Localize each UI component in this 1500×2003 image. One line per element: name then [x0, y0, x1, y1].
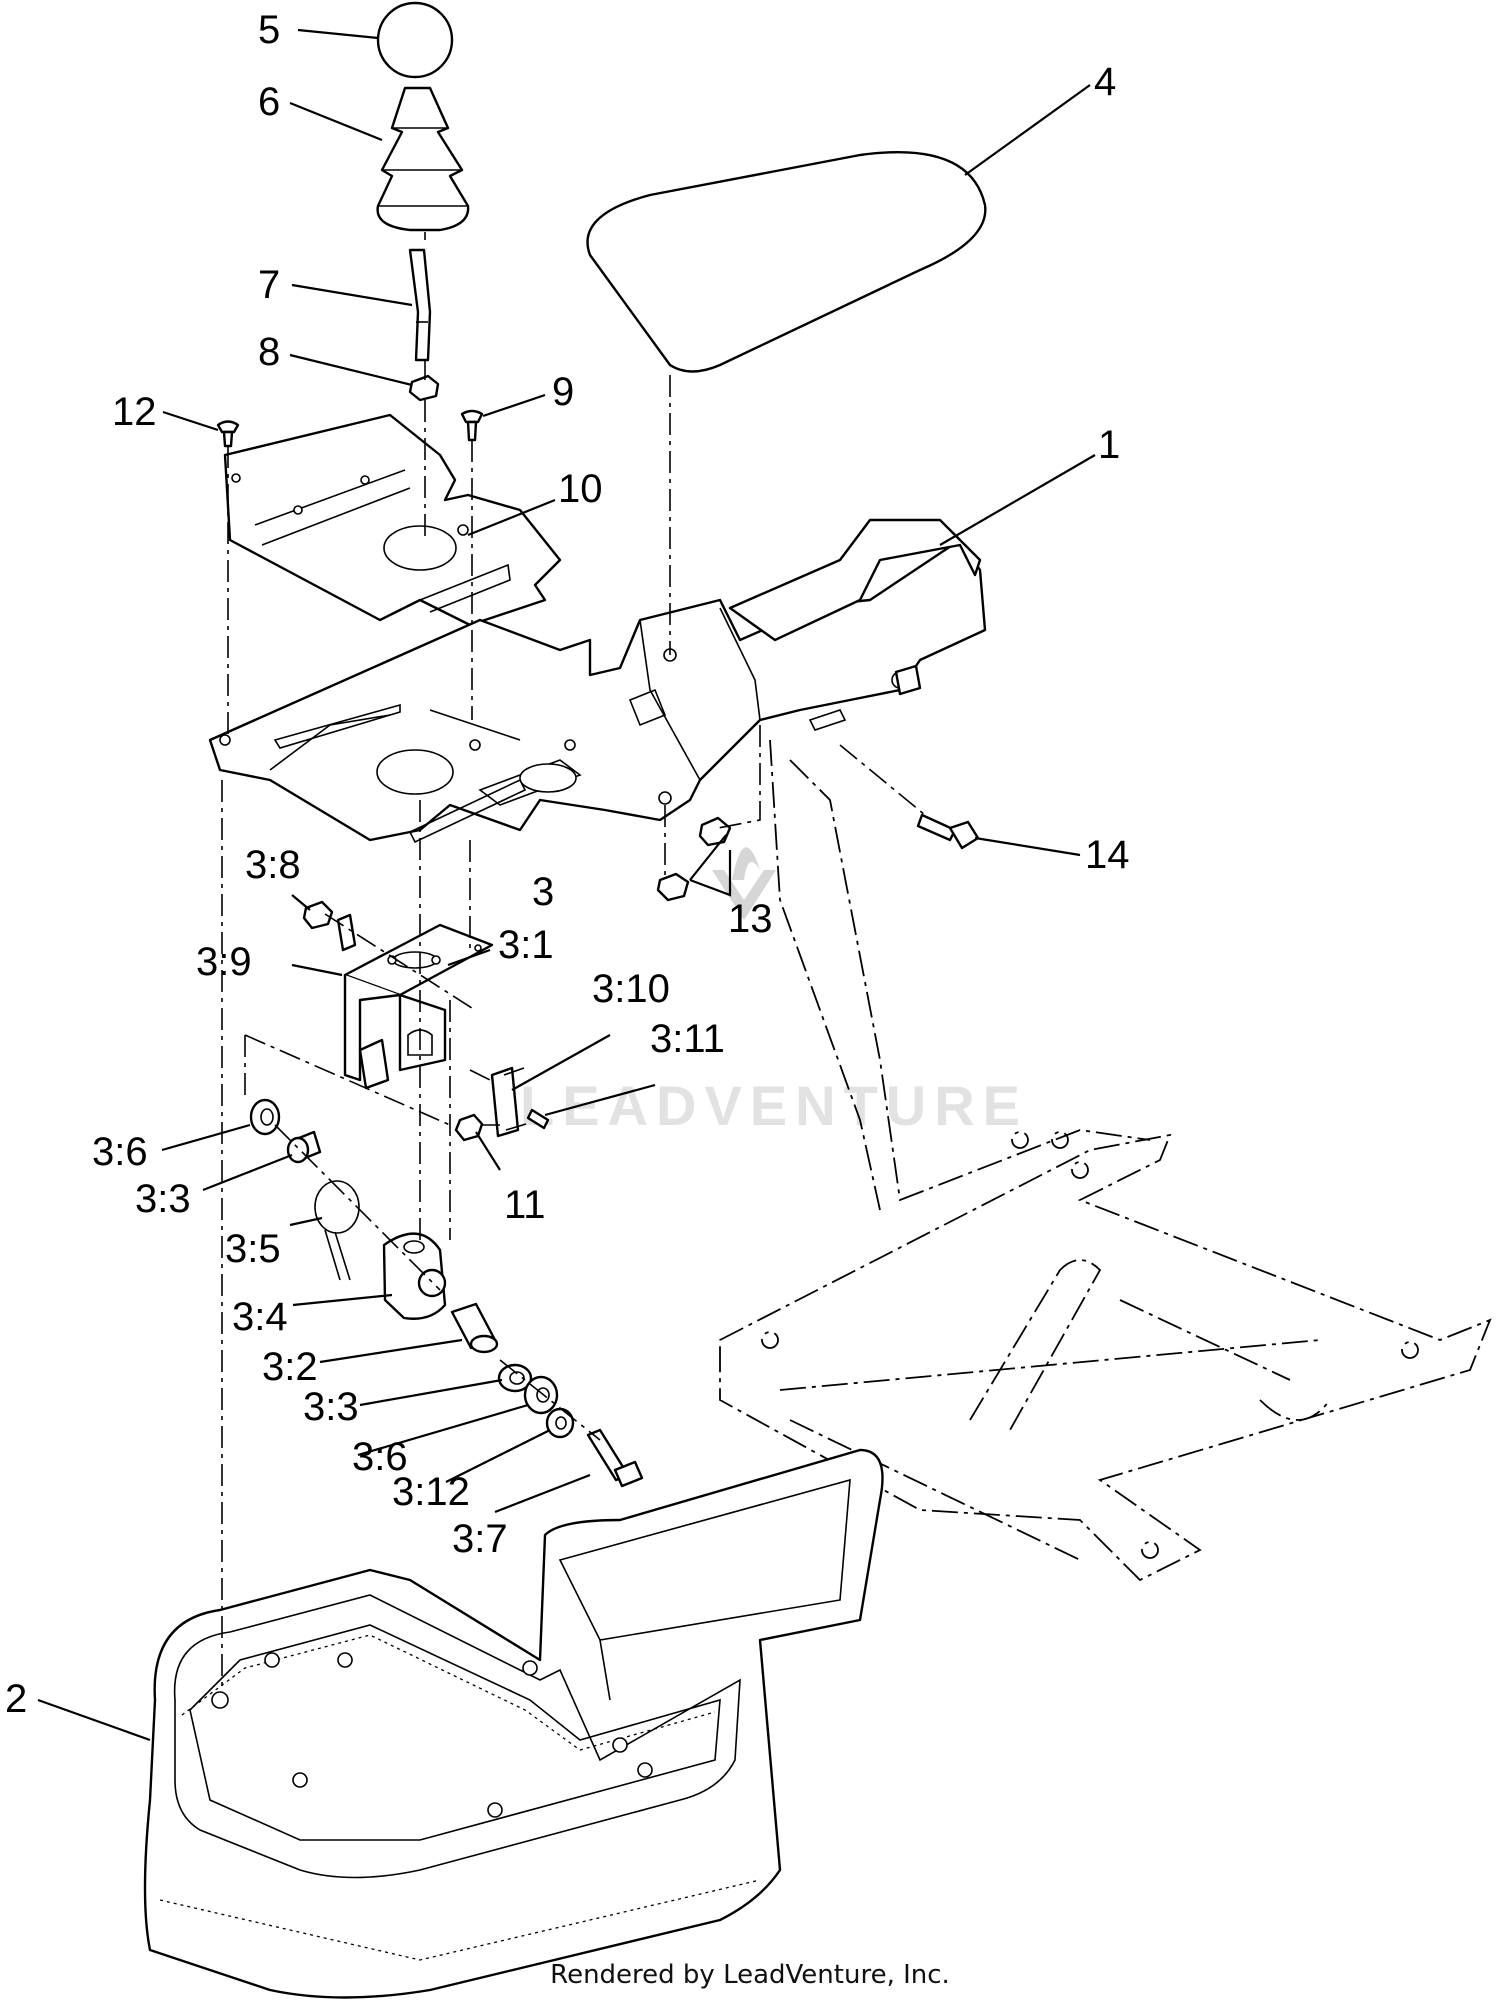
- callout-13: 13: [728, 897, 773, 941]
- part-control-plate: [223, 413, 562, 627]
- callout-1: 1: [1098, 423, 1120, 467]
- part-console-housing: [143, 1448, 884, 1999]
- callout-3-9: 3:9: [196, 940, 252, 984]
- part-switch-bracket: [343, 923, 527, 1138]
- callout-3: 3: [532, 870, 554, 914]
- part-washer-3-12: [545, 1407, 575, 1439]
- callout-3-6-right: 3:6: [352, 1435, 408, 1479]
- callout-4: 4: [1094, 60, 1116, 104]
- leader-lines: [37, 28, 1096, 1742]
- callout-3-3-left: 3:3: [135, 1177, 191, 1221]
- part-shift-lever: [408, 232, 432, 362]
- callout-3-12: 3:12: [392, 1470, 470, 1514]
- callout-2: 2: [5, 1677, 27, 1721]
- part-boot: [376, 86, 470, 232]
- part-nut-3-8: [302, 900, 334, 930]
- callout-3-11: 3:11: [650, 1017, 725, 1061]
- assembly-axis-lines: [221, 360, 926, 1690]
- part-bushing-3-6-right: [523, 1375, 559, 1415]
- part-sleeve-3-2: [450, 1302, 499, 1354]
- callout-3-6-left: 3:6: [92, 1130, 148, 1174]
- part-nuts-13: [656, 816, 732, 902]
- part-screw-9: [460, 409, 484, 442]
- leadventure-watermark: LEADVENTURE: [520, 847, 1028, 1137]
- callout-6: 6: [258, 80, 280, 124]
- render-credit: Rendered by LeadVenture, Inc.: [550, 1960, 950, 1990]
- part-bolt-14: [916, 813, 980, 850]
- callout-3-1: 3:1: [498, 923, 554, 967]
- callout-9: 9: [552, 370, 574, 414]
- callout-11: 11: [504, 1183, 546, 1227]
- part-bolt-3-7: [586, 1428, 644, 1488]
- callout-10: 10: [558, 467, 603, 511]
- part-key-3-9: [336, 913, 357, 952]
- callout-14: 14: [1085, 833, 1130, 877]
- seat-frame-phantom: [719, 739, 1492, 1582]
- part-hairpin-3-5: [314, 1180, 360, 1281]
- callout-8: 8: [258, 330, 280, 374]
- part-nut-8: [408, 374, 440, 402]
- part-spacer-3-3-left: [286, 1130, 322, 1164]
- part-screw-12: [216, 420, 240, 448]
- part-arm-3-4: [382, 1232, 447, 1320]
- callout-3-5: 3:5: [225, 1227, 281, 1271]
- watermark-text: LEADVENTURE: [520, 1074, 1028, 1137]
- part-seat-cushion: [586, 151, 987, 373]
- callout-7: 7: [258, 263, 280, 307]
- part-screw-3-11: [526, 1108, 550, 1130]
- callout-3-3-right: 3:3: [303, 1385, 359, 1429]
- callout-5: 5: [258, 8, 280, 52]
- callout-3-8: 3:8: [245, 843, 301, 887]
- part-bushing-3-6-left: [249, 1098, 281, 1136]
- callout-3-10: 3:10: [592, 967, 670, 1011]
- callout-3-4: 3:4: [232, 1295, 288, 1339]
- callout-labels: 5 6 4 7 8 12 9 1 10 14 13 3 3:8 3:1 3:9 …: [5, 8, 1130, 1721]
- part-knob: [376, 1, 454, 79]
- part-control-bracket: [208, 518, 987, 844]
- callout-3-2: 3:2: [262, 1345, 318, 1389]
- callout-12: 12: [112, 390, 157, 434]
- part-spacer-3-3-right: [497, 1363, 533, 1393]
- callout-3-7: 3:7: [452, 1517, 508, 1561]
